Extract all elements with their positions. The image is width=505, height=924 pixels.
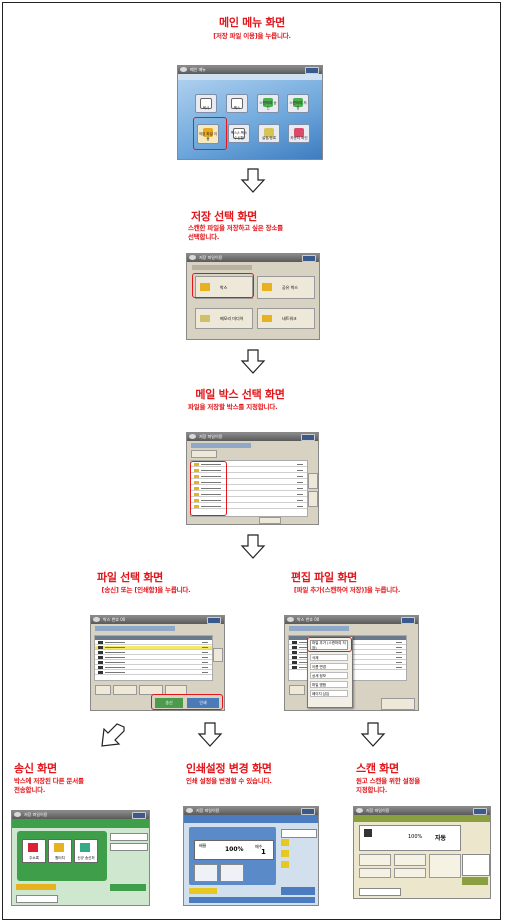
scroll-down-button[interactable]	[308, 491, 318, 507]
send-button[interactable]: 송신	[155, 698, 183, 708]
scroll-up-button[interactable]	[308, 473, 318, 489]
list-item[interactable]	[191, 469, 307, 473]
one-touch-button[interactable]: 원터치	[48, 839, 72, 863]
menu-rename[interactable]: 이름 변경	[310, 663, 348, 670]
mailbox-select-title: 메일 박스 선택 화면	[195, 388, 285, 401]
menu-insert-page[interactable]: 페이지 삽입	[310, 690, 348, 697]
tile-fax[interactable]: 팩스	[226, 94, 248, 113]
storage-media-button[interactable]: 메모리 미디어	[195, 308, 253, 329]
file-select-desc: [송신] 또는 [인쇄함]을 누릅니다.	[101, 586, 191, 594]
list-item[interactable]	[191, 493, 307, 497]
edit-menu-popup: 파일 추가 (스캔하여 저장) 삭제 이름 변경 상세 정보 파일 병합 페이지…	[307, 636, 353, 708]
address-book-button[interactable]: 주소록	[22, 839, 46, 863]
main-menu-screenshot: 메인 메뉴 복사 팩스 스캔하여 송신 스캔하여 저장 저장 파일 이용 팩스/…	[177, 65, 323, 160]
edit-file-title: 편집 파일 화면	[291, 571, 357, 584]
file-select-title: 파일 선택 화면	[97, 571, 163, 584]
edit-file-screenshot: 박스 번호 00 파일 추가 (스캔하여 저장) 삭제 이름 변경 상세 정보 …	[284, 615, 419, 711]
arrow-down-icon	[240, 168, 266, 193]
storage-select-desc: 스캔한 파일을 저장하고 싶은 장소를 선택합니다.	[188, 224, 283, 241]
list-item[interactable]	[191, 487, 307, 491]
print-settings-screenshot: 저장 파일이용 배율 100% 매수 1	[183, 806, 319, 906]
storage-box-button[interactable]: 박스	[195, 276, 253, 299]
file-select-screenshot: 박스 번호 00 송신 인쇄	[90, 615, 225, 711]
mailbox-select-screenshot: 저장 파일이용	[186, 432, 319, 525]
tile-settings[interactable]: 설정/등록	[258, 124, 280, 143]
menu-delete[interactable]: 삭제	[310, 654, 348, 661]
list-item[interactable]	[191, 505, 307, 509]
tile-scan-send[interactable]: 스캔하여 송신	[257, 94, 279, 113]
tile-scan-store[interactable]: 스캔하여 저장	[287, 94, 309, 113]
tile-stored-files[interactable]: 저장 파일 이용	[197, 124, 219, 144]
print-settings-title: 인쇄설정 변경 화면	[186, 762, 272, 775]
menu-add-file[interactable]: 파일 추가 (스캔하여 저장)	[310, 640, 348, 650]
tile-counter[interactable]: 카운터 확인	[288, 124, 310, 143]
tile-copy[interactable]: 복사	[195, 94, 217, 113]
arrow-down-icon	[240, 534, 266, 559]
scan-screenshot: 저장 파일이용 100% 자동	[353, 806, 491, 899]
send-screenshot: 저장 파일이용 주소록 원터치 신규 송신처	[11, 810, 150, 906]
main-menu-title: 메인 메뉴 화면	[219, 16, 285, 29]
print-button[interactable]: 인쇄	[187, 698, 219, 708]
list-item[interactable]	[191, 499, 307, 503]
highlight-send-print	[151, 694, 223, 710]
list-item[interactable]	[191, 463, 307, 467]
tile-fax-inbox[interactable]: 팩스/I-팩스 수신함	[228, 124, 250, 143]
edit-file-desc: [파일 추가(스캔하여 저장)]을 누릅니다.	[293, 586, 401, 594]
main-menu-desc: [저장 파일 이용]을 누릅니다.	[213, 32, 291, 40]
list-item[interactable]	[191, 475, 307, 479]
highlight-add-file	[307, 637, 352, 652]
print-settings-desc: 인쇄 설정을 변경할 수 있습니다.	[186, 777, 272, 785]
arrow-diagonal-icon	[101, 723, 125, 747]
arrow-down-icon	[197, 722, 223, 747]
highlight-stored-files	[193, 117, 227, 150]
send-desc: 박스에 저장된 다른 문서를 전송합니다.	[14, 777, 84, 794]
list-item[interactable]	[191, 481, 307, 485]
arrow-down-icon	[360, 722, 386, 747]
arrow-down-icon	[240, 349, 266, 374]
new-destination-button[interactable]: 신규 송신처	[74, 839, 98, 863]
storage-network-button[interactable]: 네트워크	[257, 308, 315, 329]
scan-desc: 원고 스캔을 위한 설정을 지정합니다.	[356, 777, 420, 794]
menu-details[interactable]: 상세 정보	[310, 672, 348, 679]
storage-select-title: 저장 선택 화면	[191, 210, 257, 223]
scan-title: 스캔 화면	[356, 762, 399, 775]
send-title: 송신 화면	[14, 762, 57, 775]
storage-shared-button[interactable]: 공유 박스	[257, 276, 315, 299]
highlight-box-list	[190, 461, 227, 516]
mailbox-list	[190, 460, 308, 517]
menu-merge[interactable]: 파일 병합	[310, 681, 348, 688]
highlight-box-button	[192, 273, 254, 298]
mailbox-select-desc: 파일을 저장할 박스를 지정합니다.	[188, 403, 278, 411]
